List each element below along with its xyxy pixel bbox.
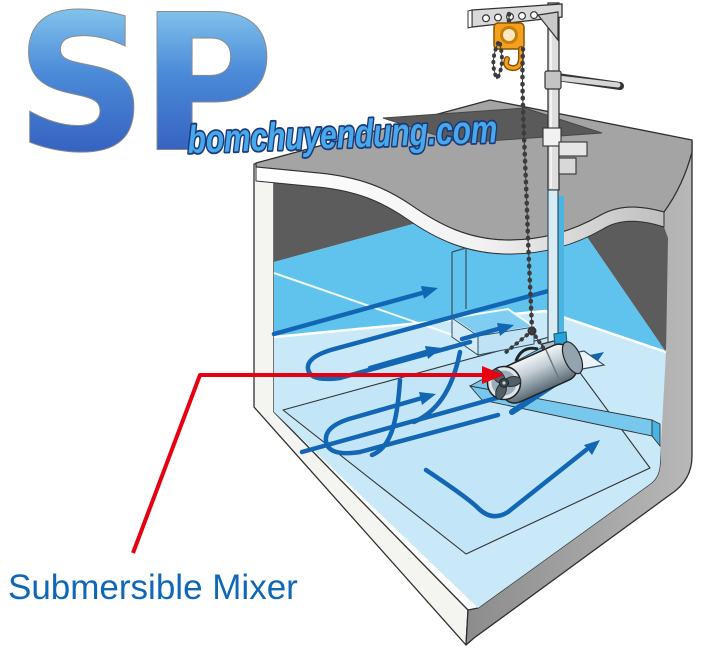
mixer-lifting-handle — [514, 346, 539, 362]
rail-shadow — [558, 196, 564, 356]
leader-arrow — [131, 366, 504, 554]
leader-arrowhead — [482, 366, 504, 384]
surface-flow-arrowhead — [421, 286, 438, 299]
mid-flow-arrowhead — [425, 346, 442, 359]
mast-collar — [542, 127, 562, 147]
mast-bracket-lower — [558, 157, 577, 175]
tank-floor — [282, 335, 651, 555]
surface-flow-hairpin — [305, 287, 555, 382]
shackle-ring — [527, 326, 537, 336]
floor-flow-hairpin — [323, 395, 501, 456]
hoist-chain — [491, 41, 535, 334]
tank — [253, 99, 693, 646]
submersible-mixer — [486, 326, 584, 404]
jib-crane — [467, 2, 624, 334]
crane-jib-endcap — [467, 9, 473, 29]
crane-handle-bar — [544, 70, 624, 90]
mixer-label: Submersible Mixer — [8, 568, 298, 607]
mixer-sling-chain — [503, 326, 546, 355]
flow-channel-end-face — [651, 419, 661, 448]
surface-flow-arrow — [271, 290, 425, 337]
crane-gusset — [536, 11, 559, 42]
chain-hoist-icon — [493, 11, 525, 72]
sp-logo: SP — [16, 0, 268, 194]
pedestal-side-right — [477, 326, 535, 356]
mixer-tail-cap — [561, 341, 584, 375]
flow-sweep-1 — [369, 377, 403, 458]
bottom-flow-hairpin — [423, 447, 589, 519]
bottom-flow-arrowhead — [584, 440, 600, 455]
mid-flow-arrow — [367, 349, 429, 371]
floor-flow-arrowhead — [419, 392, 436, 405]
mixer-rib — [545, 349, 562, 384]
pedestal-flow-arrow — [459, 326, 501, 342]
pedestal-flow-arrowhead — [497, 323, 514, 336]
water-surface-edge — [273, 309, 667, 354]
pedestal — [449, 247, 537, 356]
mast-bracket-upper — [558, 141, 588, 157]
